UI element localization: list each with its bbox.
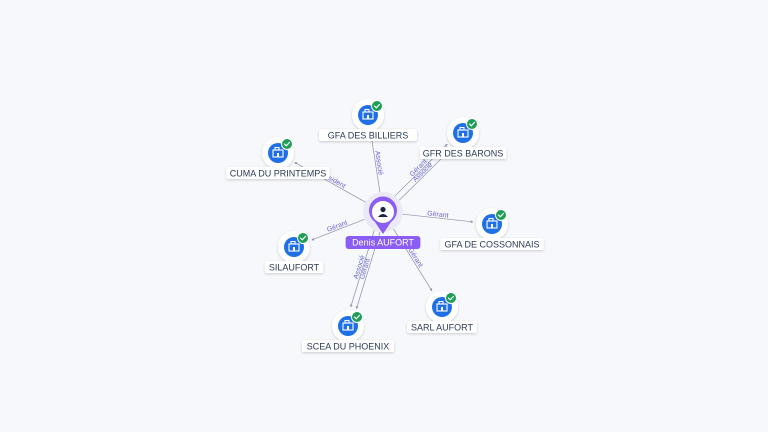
edge-role-label: Gérant: [406, 247, 423, 269]
check-icon: [281, 138, 293, 150]
edge-line: [402, 213, 474, 224]
company-icon: [342, 319, 354, 331]
person-label-bg: [345, 236, 421, 249]
company-node-gfa-de-cossonnais[interactable]: GFA DE COSSONNAIS: [440, 208, 544, 250]
node-label: GFA DES BILLIERS: [328, 131, 409, 141]
company-icon: [436, 300, 448, 312]
node-label-bg: [226, 167, 330, 179]
company-node-gfr-des-barons[interactable]: GFR DES BARONS: [419, 117, 507, 159]
node-label-bg: [302, 340, 394, 352]
edge-role-label: Associé: [373, 150, 384, 175]
company-node-scea-du-phoenix[interactable]: SCEA DU PHOENIX: [302, 310, 394, 352]
edge-role-label: Gérant: [427, 210, 449, 219]
node-layer: GFA DES BILLIERS GFR DES BARONS CUMA DU PR…: [226, 99, 544, 352]
person-name: Denis AUFORT: [352, 238, 414, 248]
edge-role-label: Gérant: [326, 220, 349, 234]
node-label-bg: [264, 261, 324, 273]
check-icon: [371, 100, 383, 112]
node-label: SARL AUFORT: [411, 323, 474, 333]
node-label: SCEA DU PHOENIX: [307, 342, 390, 352]
company-icon: [457, 126, 469, 138]
check-icon: [297, 232, 309, 244]
person-icon: [378, 206, 388, 217]
check-icon: [351, 311, 363, 323]
person-node[interactable]: Denis AUFORT: [345, 192, 421, 249]
company-icon: [362, 108, 374, 120]
node-label: GFA DE COSSONNAIS: [444, 240, 539, 250]
node-label: SILAUFORT: [269, 263, 320, 273]
check-icon: [445, 292, 457, 304]
edge-line: [369, 133, 381, 193]
company-node-silaufort[interactable]: SILAUFORT: [264, 231, 324, 273]
company-icon: [272, 146, 284, 158]
company-icon: [288, 240, 300, 252]
node-label-bg: [407, 321, 477, 333]
check-icon: [466, 118, 478, 130]
center-layer: Denis AUFORT: [345, 192, 421, 249]
node-label-bg: [440, 238, 544, 250]
company-node-cuma-du-printemps[interactable]: CUMA DU PRINTEMPS: [226, 137, 330, 179]
company-node-sarl-aufort[interactable]: SARL AUFORT: [407, 291, 477, 333]
check-icon: [495, 209, 507, 221]
node-label: CUMA DU PRINTEMPS: [230, 169, 327, 179]
node-label-bg: [419, 147, 507, 159]
node-label-bg: [319, 129, 417, 141]
company-node-gfa-des-billiers[interactable]: GFA DES BILLIERS: [319, 99, 417, 141]
company-icon: [486, 217, 498, 229]
node-label: GFR DES BARONS: [423, 149, 504, 159]
edge-line: [311, 218, 365, 241]
